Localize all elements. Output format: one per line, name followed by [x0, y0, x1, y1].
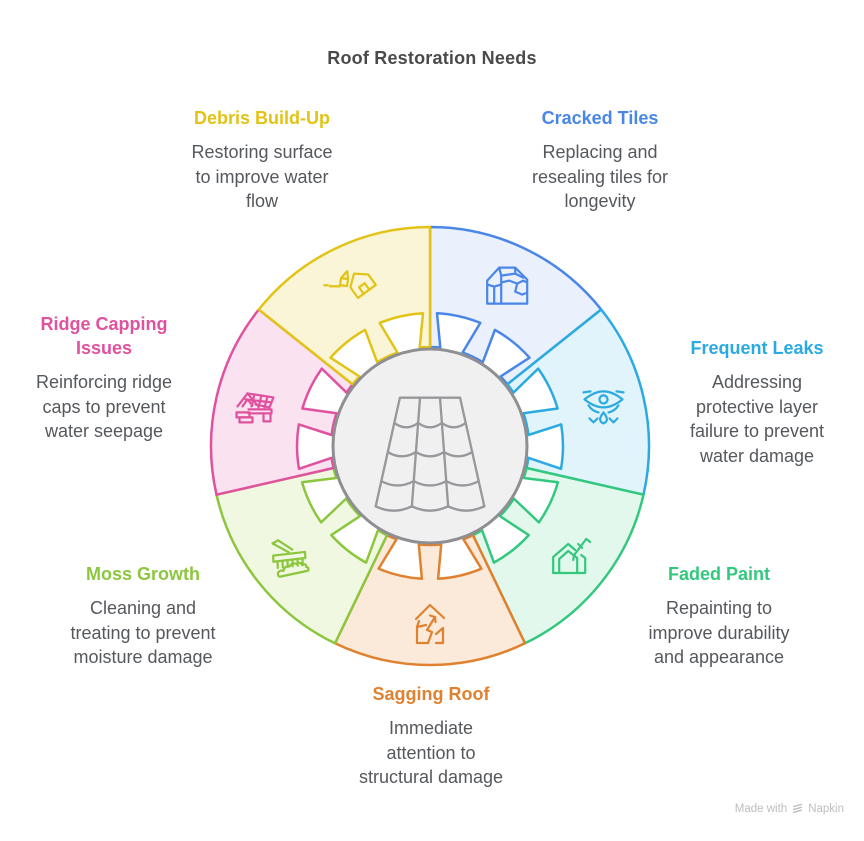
segment-label-faded-paint: Faded Paint Repainting to improve durabi…	[614, 562, 824, 670]
segment-label-debris-buildup: Debris Build-Up Restoring surface to imp…	[152, 106, 372, 214]
segment-title-moss-growth: Moss Growth	[85, 564, 200, 584]
segment-title-sagging-roof: Sagging Roof	[372, 684, 490, 704]
segment-description-ridge-capping: Reinforcing ridge caps to prevent water …	[35, 372, 173, 441]
leak-eye-icon	[582, 390, 625, 425]
segment-description-debris-buildup: Restoring surface to improve water flow	[191, 142, 333, 211]
napkin-logo-icon	[793, 803, 803, 814]
segment-label-cracked-tiles: Cracked Tiles Replacing and resealing ti…	[490, 106, 710, 214]
segment-description-frequent-leaks: Addressing protective layer failure to p…	[689, 372, 825, 466]
wheel-segment-moss-growth	[215, 466, 389, 645]
wheel-segment-frequent-leaks	[506, 308, 651, 496]
segment-description-sagging-roof: Immediate attention to structural damage	[358, 718, 504, 787]
wheel-segment-debris-buildup	[257, 225, 432, 386]
segment-label-sagging-roof: Sagging Roof Immediate attention to stru…	[321, 682, 541, 790]
cracked-tiles-icon	[486, 266, 529, 305]
segment-label-frequent-leaks: Frequent Leaks Addressing protective lay…	[652, 336, 862, 468]
segment-title-cracked-tiles: Cracked Tiles	[541, 108, 659, 128]
segment-label-moss-growth: Moss Growth Cleaning and treating to pre…	[33, 562, 253, 670]
segment-label-ridge-capping: Ridge Capping Issues Reinforcing ridge c…	[4, 312, 204, 444]
ridge-cap-icon	[235, 392, 275, 424]
center-circle	[331, 347, 529, 545]
wheel-segment-ridge-capping	[209, 308, 354, 496]
segment-title-ridge-capping: Ridge Capping Issues	[40, 314, 168, 358]
sagging-house-icon	[414, 603, 446, 645]
debris-brush-icon	[323, 270, 377, 299]
watermark-prefix: Made with	[734, 802, 788, 815]
segment-title-frequent-leaks: Frequent Leaks	[690, 338, 824, 358]
watermark-brand: Napkin	[808, 802, 844, 815]
moss-brush-icon	[271, 539, 310, 578]
segment-title-debris-buildup: Debris Build-Up	[193, 108, 330, 128]
segment-title-faded-paint: Faded Paint	[667, 564, 770, 584]
wheel-segment-faded-paint	[471, 466, 645, 645]
wheel-segment-sagging-roof	[333, 533, 527, 667]
segment-description-faded-paint: Repainting to improve durability and app…	[648, 598, 790, 667]
roof-tiles-icon	[374, 396, 486, 512]
page-title: Roof Restoration Needs	[327, 48, 537, 68]
segment-description-cracked-tiles: Replacing and resealing tiles for longev…	[531, 142, 669, 211]
wheel-segment-cracked-tiles	[428, 225, 603, 386]
segment-description-moss-growth: Cleaning and treating to prevent moistur…	[70, 598, 216, 667]
napkin-watermark: Made with Napkin	[735, 802, 844, 815]
repaint-house-icon	[552, 537, 592, 575]
